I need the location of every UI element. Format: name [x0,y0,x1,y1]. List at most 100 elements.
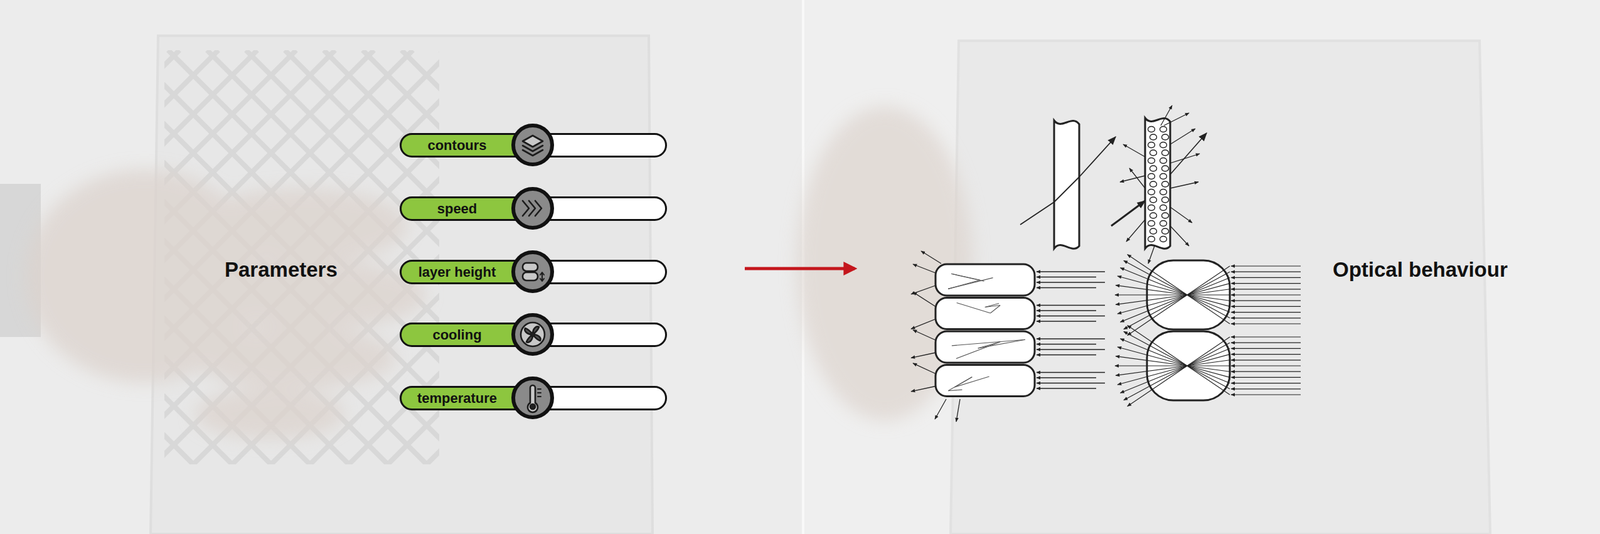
light-ray [1231,323,1301,324]
light-ray [1187,277,1230,295]
light-ray [912,330,936,341]
light-ray [1170,181,1199,189]
light-ray [1231,288,1301,290]
parameter-slider: cooling [399,322,667,347]
light-ray [1231,382,1301,384]
light-ray [1036,276,1097,278]
void-bubble [1162,149,1169,156]
light-ray [1036,320,1097,322]
parameter-label: temperature [404,387,511,409]
light-ray [1170,133,1207,175]
light-ray [1036,315,1105,317]
light-ray [1114,294,1188,295]
light-ray [1123,294,1188,330]
light-ray [948,389,962,391]
light-ray [948,377,972,391]
light-ray [1117,365,1188,385]
void-bubble [1162,228,1169,235]
parameter-slider: contours [399,133,667,158]
light-ray [1170,128,1196,145]
light-ray [990,305,1001,314]
light-ray [1036,387,1097,389]
light-ray [921,250,942,264]
light-ray [1187,365,1230,366]
void-bubble [1150,165,1158,172]
light-ray [1231,282,1301,284]
parameter-label: layer height [404,261,511,283]
parameter-slider: layer height [399,259,667,285]
void-bubble [1160,142,1168,149]
light-ray [1231,388,1301,390]
parameter-label: cooling [404,324,511,346]
light-ray [1231,265,1301,267]
void-bubble [1162,134,1169,140]
light-ray [1187,342,1230,366]
light-ray [934,399,947,420]
parameter-slider: temperature [399,385,667,411]
light-ray [1231,271,1301,273]
material-slab [1054,120,1080,249]
light-ray [1036,343,1097,345]
light-ray [956,302,991,314]
light-ray [1115,365,1188,376]
light-ray [912,363,936,374]
light-ray [1127,325,1188,366]
void-bubble [1160,205,1168,211]
light-ray [1127,254,1188,295]
parameter-icon [510,249,556,295]
section-label: Optical behaviour [1332,257,1508,282]
light-ray [1187,289,1230,295]
void-bubble [1160,126,1168,133]
light-ray [1115,294,1188,305]
parameter-label: speed [404,198,511,219]
void-bubble [1162,212,1169,219]
light-ray [1231,306,1301,307]
void-bubble [1150,134,1158,140]
light-ray [978,339,1026,349]
light-ray [1123,365,1188,401]
light-ray [1231,277,1301,278]
light-ray [1187,266,1230,295]
light-ray [912,291,936,307]
parameter-icon [510,122,556,168]
light-ray [1187,283,1230,295]
light-ray [1120,294,1188,322]
light-ray [1148,245,1155,264]
light-ray [1231,294,1301,295]
flow-arrow [744,267,855,271]
void-bubble [1148,236,1156,243]
void-bubble [1160,189,1168,196]
void-bubble [1148,173,1156,180]
light-ray [1187,336,1230,366]
light-ray [1036,382,1105,384]
light-ray [1036,338,1105,339]
light-ray [1123,260,1188,295]
light-ray [1187,365,1230,395]
light-ray [1115,356,1188,366]
light-ray [1170,207,1193,223]
void-bubble [1162,197,1169,203]
light-ray [1036,309,1097,311]
section-label: Parameters [224,257,338,282]
light-ray [1187,365,1230,378]
light-ray [1036,281,1105,283]
light-ray [1170,153,1200,164]
void-bubble [1150,149,1158,156]
light-ray [1036,271,1105,272]
light-ray [1117,294,1188,314]
light-ray [1231,377,1301,378]
light-ray [1187,271,1230,295]
void-bubble [1150,228,1158,235]
light-ray [1231,317,1301,319]
void-bubble [1160,220,1168,227]
light-ray [911,319,936,330]
light-ray [1187,294,1230,307]
light-ray [1115,285,1188,295]
void-bubble [1162,165,1169,172]
light-ray [1120,175,1146,182]
void-bubble [1148,189,1156,196]
light-ray [1231,348,1301,349]
light-ray [1187,348,1230,366]
light-ray [1187,294,1230,324]
parameter-label: contours [404,134,511,156]
